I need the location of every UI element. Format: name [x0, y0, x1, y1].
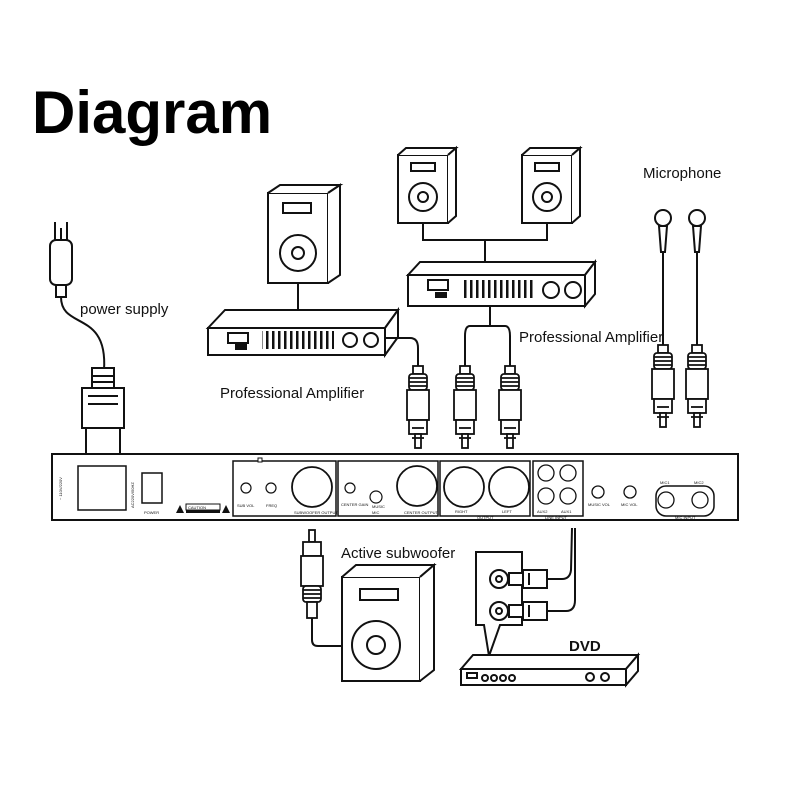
- speaker-top-left: [397, 145, 459, 224]
- power-supply-label: power supply: [80, 301, 169, 318]
- power-plug: [49, 222, 106, 371]
- dvd-player: [458, 652, 641, 688]
- left-label: LEFT: [502, 509, 512, 514]
- mic-vol-label: MIC VOL: [621, 502, 638, 507]
- center-gain-label: CENTER GAIN: [341, 502, 368, 507]
- speaker-top-right: [521, 145, 583, 224]
- xlr-connectors-microphone: [651, 344, 709, 428]
- subwoofer-output-label: SUBWOOFER OUTPUT: [294, 510, 338, 515]
- iec-connector: [81, 367, 125, 457]
- microphone-label: Microphone: [643, 165, 721, 182]
- xlr-connector-sub: [300, 529, 324, 619]
- music-vol-label: MUSIC VOL: [588, 502, 611, 507]
- mic-input-label: MIC INPUT: [675, 515, 696, 520]
- xlr-connector-amp-3: [498, 365, 522, 449]
- amplifier-left-label: Professional Amplifier: [220, 385, 364, 402]
- dvd-callout: [475, 551, 548, 657]
- ac-line-label: AC220V/50HZ: [130, 482, 135, 508]
- amplifier-right: [405, 259, 598, 309]
- amplifier-left: [205, 306, 400, 359]
- xlr-connector-mic-2: [685, 344, 709, 428]
- microphone-1: [654, 209, 672, 345]
- voltage-label: ~ 110V/220V: [58, 477, 63, 500]
- right-label: RIGHT: [455, 509, 468, 514]
- xlr-connectors-amplifier: [406, 365, 522, 449]
- dvd-cables: [547, 527, 576, 612]
- speaker-left: [267, 183, 344, 284]
- active-subwoofer: [341, 562, 437, 682]
- amplifier-right-label: Professional Amplifier: [519, 329, 663, 346]
- subwoofer-label: Active subwoofer: [341, 545, 455, 562]
- line-input-label: LINE INPUT: [545, 515, 568, 520]
- mic-label: MIC: [372, 510, 379, 515]
- music-label: MUSIC: [372, 504, 385, 509]
- xlr-connector-amp-2: [453, 365, 477, 449]
- subvol-label: SUB VOL: [237, 503, 255, 508]
- aux2-label: AUX2: [537, 509, 548, 514]
- diagram-title: Diagram: [32, 79, 272, 146]
- rear-panel: [51, 453, 739, 521]
- center-output-label: CENTER OUTPUT: [404, 510, 439, 515]
- amplifier-cables: [385, 306, 511, 366]
- svg-text:CAUTION: CAUTION: [188, 505, 206, 510]
- xlr-connector-mic-1: [651, 344, 675, 428]
- aux1-label: AUX1: [561, 509, 572, 514]
- dvd-label: DVD: [569, 638, 601, 655]
- output-label: OUTPUT: [477, 515, 494, 520]
- mic2-label: MIC2: [694, 480, 704, 485]
- microphone-2: [688, 209, 706, 345]
- xlr-connector-subwoofer: [300, 529, 324, 619]
- caution-label: CAUTION: [176, 503, 230, 513]
- freq-label: FREQ: [266, 503, 277, 508]
- xlr-connector-amp-1: [406, 365, 430, 449]
- mic1-label: MIC1: [660, 480, 670, 485]
- power-label: POWER: [144, 510, 159, 515]
